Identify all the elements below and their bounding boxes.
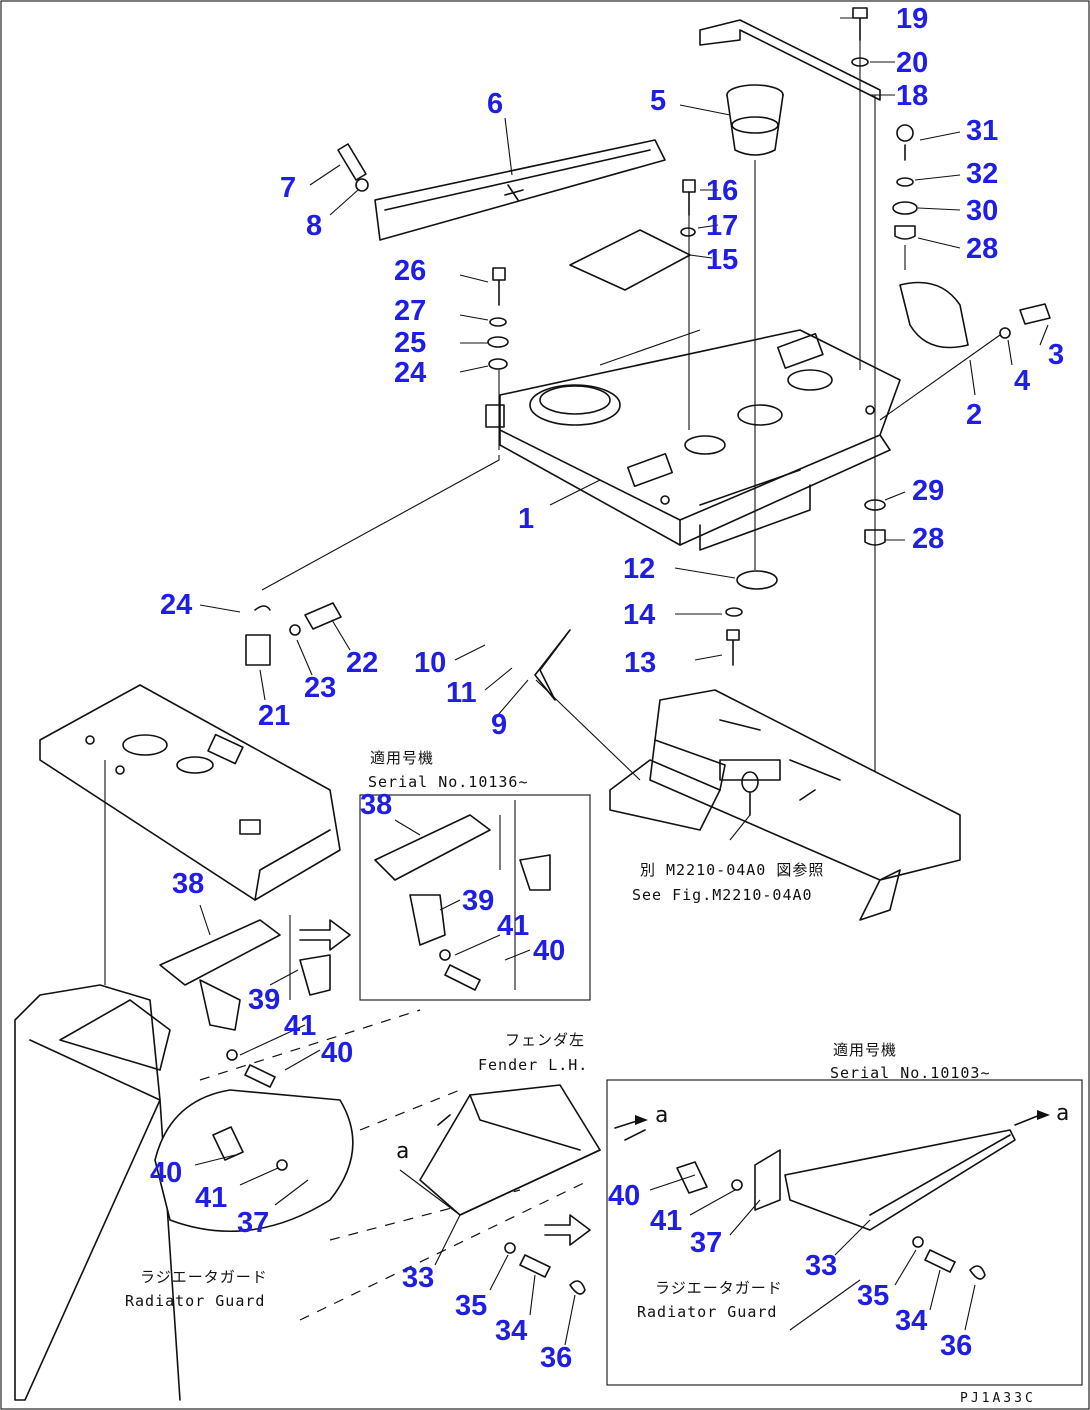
callout-leaders (194, 17, 1049, 1346)
annotation-notes: 適用号機 Serial No.10136~ 別 M2210-04A0 図参照 S… (125, 749, 1070, 1406)
callout-41-inset: 41 (497, 910, 529, 942)
callout-22: 22 (346, 647, 378, 679)
callout-41-mid: 41 (284, 1010, 316, 1042)
ref-arrows (614, 1110, 1050, 1129)
callout-37-right: 37 (690, 1227, 722, 1259)
callout-40-bottom-right: 40 (608, 1180, 640, 1212)
callout-35-left: 35 (455, 1290, 487, 1322)
note-radiator-left-en: Radiator Guard (125, 1292, 265, 1310)
bracket-set-left (159, 915, 351, 1088)
note-fender-en: Fender L.H. (478, 1056, 588, 1074)
ref-a-3: a (1056, 1101, 1070, 1126)
callout-11: 11 (446, 677, 477, 709)
cup-holder-part (726, 84, 784, 156)
note-radiator-right-en: Radiator Guard (637, 1303, 777, 1321)
bracket-part (699, 19, 881, 101)
note-radiator-left-jp: ラジエータガード (140, 1268, 268, 1286)
serial-insert-box (359, 794, 591, 1001)
callout-13: 13 (624, 647, 656, 679)
callout-9: 9 (491, 709, 507, 741)
callout-17: 17 (706, 210, 738, 242)
callout-28-top: 28 (966, 233, 998, 265)
callout-33-right: 33 (805, 1250, 837, 1282)
callout-33-left: 33 (402, 1262, 434, 1294)
callout-25: 25 (394, 327, 426, 359)
callout-27: 27 (394, 295, 426, 327)
note-serial-bottom-jp: 適用号機 (833, 1041, 897, 1059)
callout-39-left: 39 (248, 984, 280, 1016)
callout-34-left: 34 (495, 1315, 527, 1347)
callout-6: 6 (487, 88, 503, 120)
callout-24-top: 24 (394, 357, 426, 389)
callout-36-right: 36 (940, 1330, 972, 1362)
callout-18: 18 (896, 80, 928, 112)
callout-2: 2 (966, 399, 982, 431)
callout-23: 23 (304, 672, 336, 704)
callout-40-bottom-left: 40 (150, 1157, 182, 1189)
console-cover-part (485, 329, 901, 551)
callout-19: 19 (896, 3, 928, 35)
callout-14: 14 (623, 599, 655, 631)
callout-8: 8 (306, 210, 322, 242)
callout-29: 29 (912, 475, 944, 507)
serial-insert-box-bottom (606, 1079, 1083, 1386)
callout-16: 16 (706, 175, 738, 207)
callout-5: 5 (650, 85, 666, 117)
callout-20: 20 (896, 47, 928, 79)
callout-39-inset: 39 (462, 885, 494, 917)
callout-28-bottom: 28 (912, 523, 944, 555)
top-plate-part (374, 139, 666, 241)
callout-35-right: 35 (857, 1280, 889, 1312)
note-serial-top-jp: 適用号機 (370, 749, 434, 767)
note-radiator-right-jp: ラジエータガード (655, 1279, 783, 1297)
callout-40-inset: 40 (533, 935, 565, 967)
hardware-bottom-left (437, 1114, 646, 1295)
callout-15: 15 (706, 244, 738, 276)
callout-3: 3 (1048, 339, 1064, 371)
callout-37-left: 37 (237, 1207, 269, 1239)
ref-a-2: a (655, 1103, 669, 1128)
fender-lh (399, 1084, 601, 1216)
note-fender-jp: フェンダ左 (505, 1031, 585, 1049)
callout-41-bottom-left: 41 (195, 1182, 227, 1214)
radiator-guard-body (14, 984, 591, 1401)
ref-a-1: a (396, 1139, 410, 1164)
callout-30: 30 (966, 195, 998, 227)
callout-41-bottom-right: 41 (650, 1205, 682, 1237)
small-hardware-top (337, 7, 1051, 666)
panel-part (569, 229, 691, 291)
callout-21: 21 (258, 700, 290, 732)
diagram-code: PJ1A33C (960, 1391, 1036, 1406)
callout-38-left: 38 (172, 868, 204, 900)
callout-31: 31 (966, 115, 998, 147)
callout-4: 4 (1014, 365, 1030, 397)
note-see-fig-jp: 別 M2210-04A0 図参照 (640, 861, 824, 879)
note-serial-top-en: Serial No.10136~ (368, 773, 529, 791)
callout-32: 32 (966, 158, 998, 190)
console-left-view (39, 602, 342, 901)
callout-12: 12 (623, 553, 655, 585)
callout-38-inset: 38 (360, 789, 392, 821)
callout-34-right: 34 (895, 1305, 927, 1337)
callout-36-left: 36 (540, 1342, 572, 1374)
lower-cover-assembly (534, 629, 961, 921)
note-see-fig-en: See Fig.M2210-04A0 (632, 886, 813, 904)
callout-24-left: 24 (160, 589, 192, 621)
callout-10: 10 (414, 647, 446, 679)
part-callouts: 1 2 3 4 5 6 7 8 9 10 11 12 13 14 15 16 1… (150, 3, 1064, 1374)
callout-26: 26 (394, 255, 426, 287)
callout-40-mid: 40 (321, 1037, 353, 1069)
callout-7: 7 (280, 172, 296, 204)
note-serial-bottom-en: Serial No.10103~ (830, 1064, 991, 1082)
callout-1: 1 (518, 503, 534, 535)
